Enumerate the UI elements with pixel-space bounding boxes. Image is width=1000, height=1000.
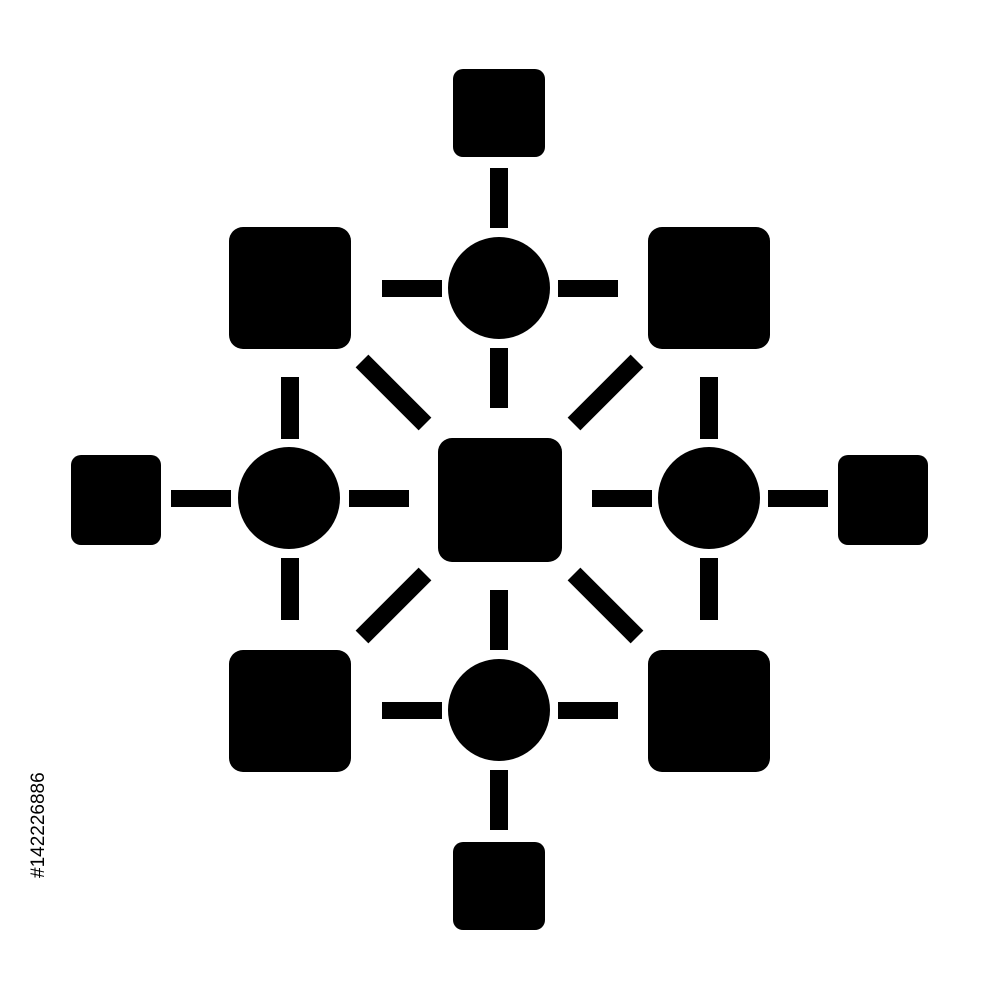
connector-right-down xyxy=(700,558,718,620)
stock-id-text: #142226886 xyxy=(28,772,49,878)
corner-square-top-left xyxy=(229,227,351,349)
connector-bottom-up xyxy=(490,590,508,650)
node-circle-left xyxy=(238,447,340,549)
connector-left-down xyxy=(281,558,299,620)
endpoint-square-top xyxy=(453,69,545,157)
endpoint-square-right xyxy=(838,455,928,545)
connector-top-up xyxy=(490,168,508,228)
connector-left-in xyxy=(349,490,409,507)
connector-bottom-down xyxy=(490,770,508,830)
connector-right-in xyxy=(592,490,652,507)
connector-diagonal-top-left xyxy=(355,354,432,431)
connector-right-up xyxy=(700,377,718,439)
connector-left-up xyxy=(281,377,299,439)
endpoint-square-left xyxy=(71,455,161,545)
connector-right-out xyxy=(768,490,828,507)
corner-square-bottom-left xyxy=(229,650,351,772)
node-circle-bottom xyxy=(448,659,550,761)
connector-top-left xyxy=(382,280,442,297)
endpoint-square-bottom xyxy=(453,842,545,930)
hub-square xyxy=(438,438,562,562)
connector-top-right xyxy=(558,280,618,297)
corner-square-bottom-right xyxy=(648,650,770,772)
connector-diagonal-bottom-right xyxy=(567,567,644,644)
connector-bottom-right xyxy=(558,702,618,719)
connector-diagonal-top-right xyxy=(567,354,644,431)
node-circle-top xyxy=(448,237,550,339)
connector-top-down xyxy=(490,348,508,408)
corner-square-top-right xyxy=(648,227,770,349)
connector-bottom-left xyxy=(382,702,442,719)
connector-left-out xyxy=(171,490,231,507)
connector-diagonal-bottom-left xyxy=(355,567,432,644)
node-circle-right xyxy=(658,447,760,549)
